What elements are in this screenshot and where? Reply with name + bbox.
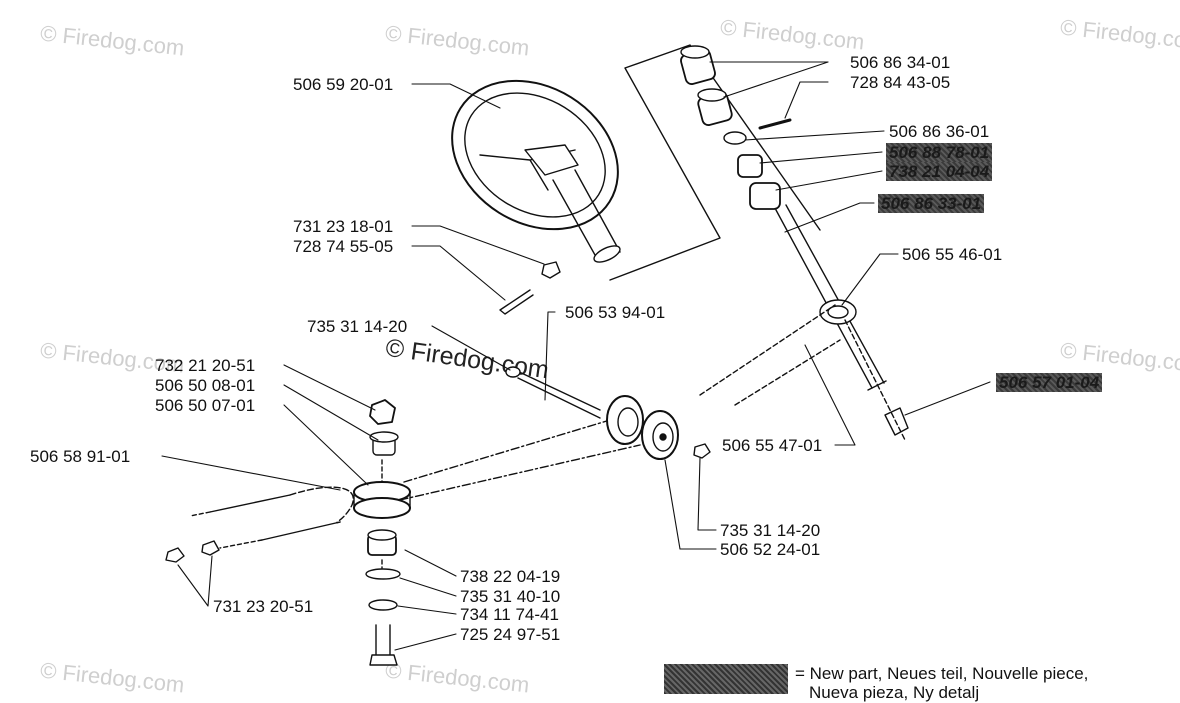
part-label: 738 22 04-19 [460,567,561,586]
part-label: 728 84 43-05 [850,73,951,92]
part-label: 506 86 34-01 [850,53,951,72]
center-pulleys [505,366,711,460]
part-label: 506 50 07-01 [155,396,256,415]
legend-swatch [664,664,788,694]
part-label: 728 74 55-05 [293,237,394,256]
column-stack [680,45,792,210]
part-label: 506 53 94-01 [565,303,666,322]
sprocket [819,299,857,325]
part-label: 506 86 36-01 [889,122,990,141]
leader-lines [161,61,991,651]
part-label: 735 31 40-10 [460,587,561,606]
tie-rod [399,419,641,501]
part-label: 506 55 46-01 [902,245,1003,264]
part-label: 725 24 97-51 [460,625,561,644]
part-label: 506 52 24-01 [720,540,821,559]
part-label: 506 58 91-01 [30,447,131,466]
wheel-nut-bolt [499,261,561,315]
part-label-new: 506 57 01-04 [996,373,1103,392]
part-label: 506 50 08-01 [155,376,256,395]
part-label: 732 21 20-51 [155,356,256,375]
steering-wheel [451,79,621,263]
legend-line-1: = New part, Neues teil, Nouvelle piece, [795,664,1089,683]
steering-cables [699,304,906,441]
part-label: 506 59 20-01 [293,75,394,94]
part-label: 734 11 74-41 [460,605,559,624]
lower-cables [165,486,354,563]
part-label: 731 23 20-51 [213,597,314,616]
part-label: 506 55 47-01 [722,436,823,455]
part-label-new: 506 86 33-01 [878,194,985,213]
part-label: 731 23 18-01 [293,217,394,236]
part-label: 735 31 14-20 [720,521,821,540]
legend-line-2: Nueva pieza, Ny detalj [809,683,980,702]
lower-pulley-assembly [353,399,411,666]
column-group-bracket [609,44,821,281]
part-label-new: 506 88 78-01 [886,143,993,162]
part-label: 735 31 14-20 [307,317,408,336]
legend: = New part, Neues teil, Nouvelle piece, … [795,664,1175,702]
part-label-new: 738 21 04-04 [886,162,993,181]
